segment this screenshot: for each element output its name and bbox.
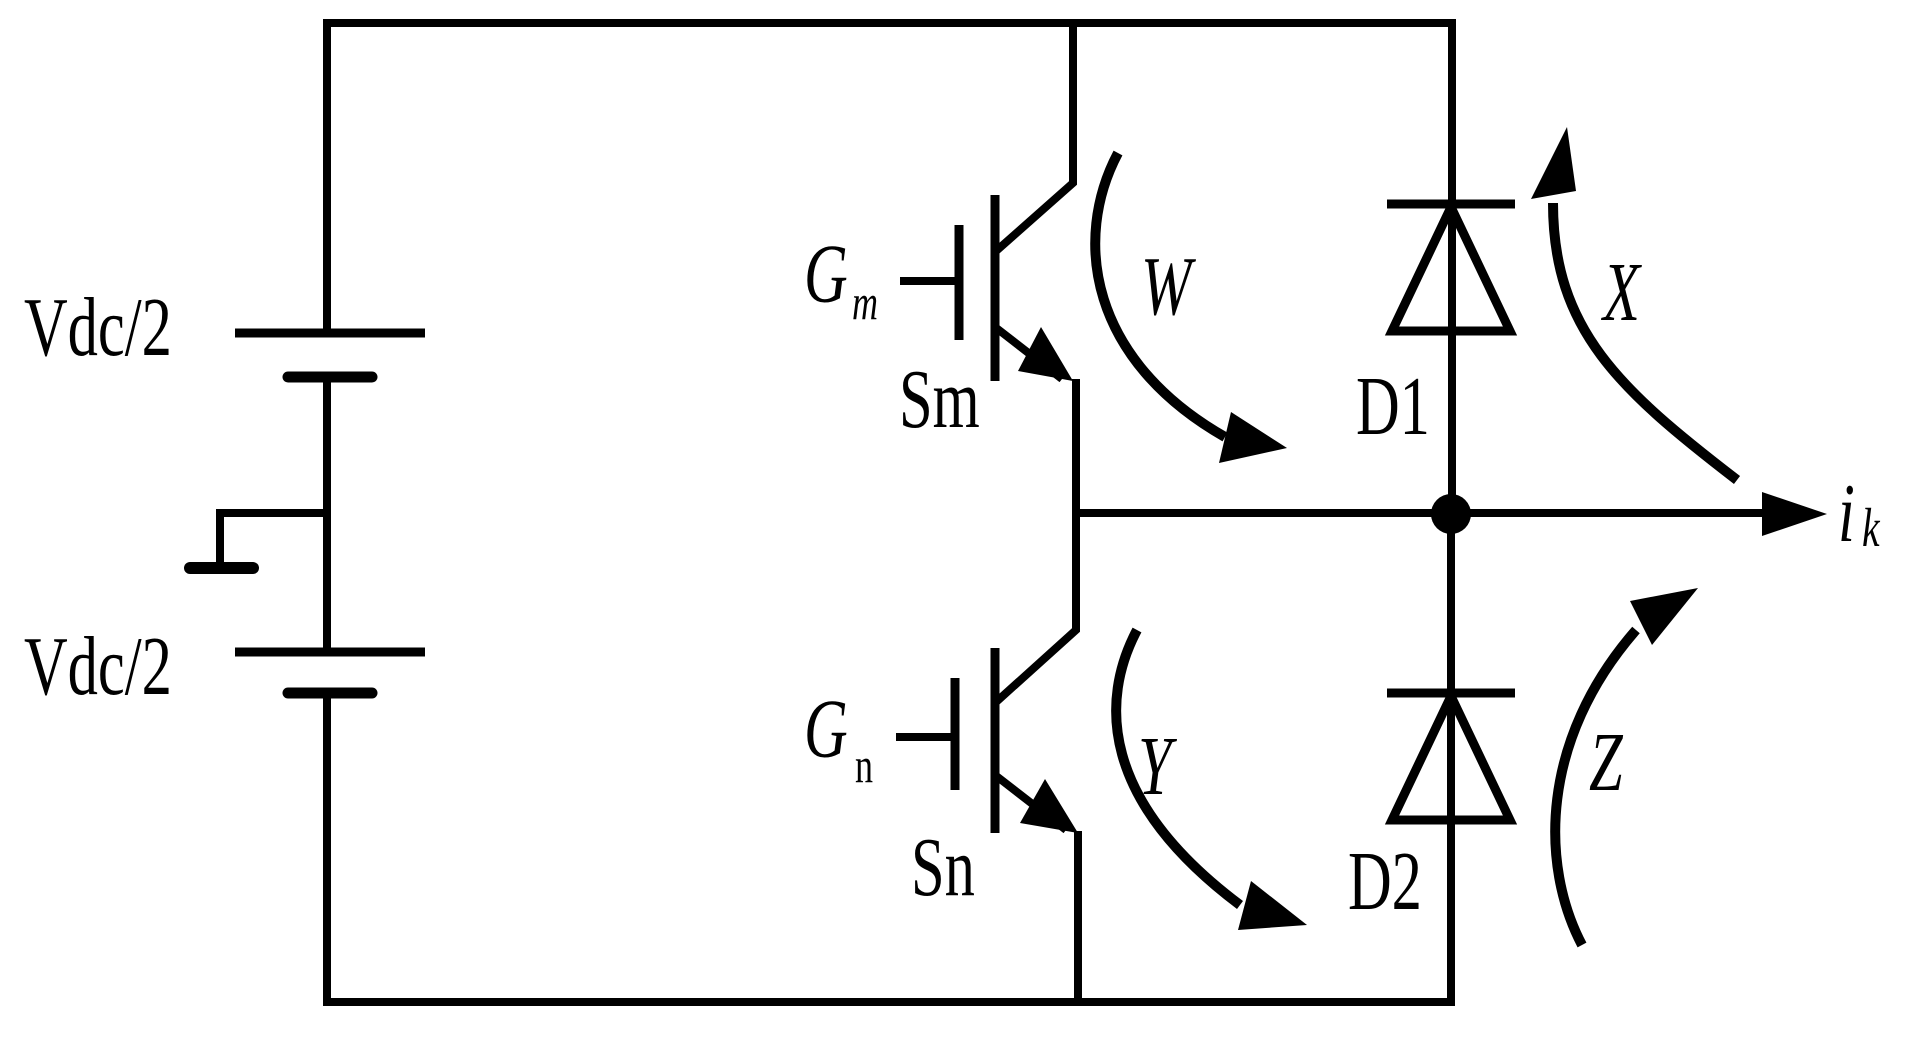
igbt-sm <box>900 23 1080 513</box>
label-path-y: Y <box>1138 720 1172 813</box>
label-diode-d1: D1 <box>1356 360 1430 453</box>
label-gate-bottom: G <box>804 683 848 776</box>
label-output-current-sub: k <box>1862 497 1880 558</box>
arc-x <box>1548 202 1741 484</box>
igbt-sn <box>896 513 1082 1002</box>
label-path-z: Z <box>1589 716 1623 809</box>
arc-y <box>1111 627 1244 909</box>
diode-d1 <box>1384 196 1518 336</box>
igbt-sm-emitter-arrowhead <box>1018 327 1073 381</box>
output-current-arrowhead <box>1762 492 1827 536</box>
label-diode-d2: D2 <box>1348 835 1422 928</box>
current-path-arrow-w <box>1090 150 1287 463</box>
battery-top <box>235 328 425 383</box>
igbt-sn-collector <box>992 513 1080 706</box>
diode-d2-triangle <box>1384 685 1518 825</box>
label-switch-top: Sm <box>899 353 980 446</box>
arc-w-arrowhead <box>1219 412 1287 463</box>
label-switch-bottom: Sn <box>911 821 975 914</box>
label-gate-bottom-sub: n <box>855 737 873 793</box>
label-output-current: i <box>1838 467 1855 560</box>
diode-d2 <box>1384 685 1518 825</box>
igbt-sn-emitter-arrowhead <box>1020 779 1078 833</box>
wire-ground-tap <box>216 509 327 568</box>
battery-bottom <box>235 647 425 699</box>
arc-z <box>1550 626 1640 948</box>
diode-d1-triangle <box>1384 196 1518 336</box>
wire-top-bus <box>323 19 1456 514</box>
label-path-x: X <box>1603 246 1640 339</box>
arc-y-arrowhead <box>1238 881 1307 930</box>
igbt-sm-collector <box>992 23 1077 255</box>
bus-wires <box>216 19 1800 1006</box>
label-gate-top-sub: m <box>852 274 878 330</box>
label-gate-top: G <box>804 228 848 321</box>
arc-z-arrowhead <box>1630 588 1698 645</box>
output-node-dot <box>1431 494 1471 534</box>
current-path-arrow-y <box>1111 627 1307 930</box>
label-vdc-top: Vdc/2 <box>24 281 172 374</box>
arc-x-arrowhead <box>1531 127 1576 199</box>
arc-w <box>1090 150 1228 442</box>
current-path-arrow-z <box>1550 588 1698 948</box>
label-path-w: W <box>1141 240 1192 333</box>
current-path-arrow-x <box>1531 127 1741 484</box>
label-vdc-bottom: Vdc/2 <box>24 620 172 713</box>
wire-bottom-bus <box>323 514 1455 1006</box>
